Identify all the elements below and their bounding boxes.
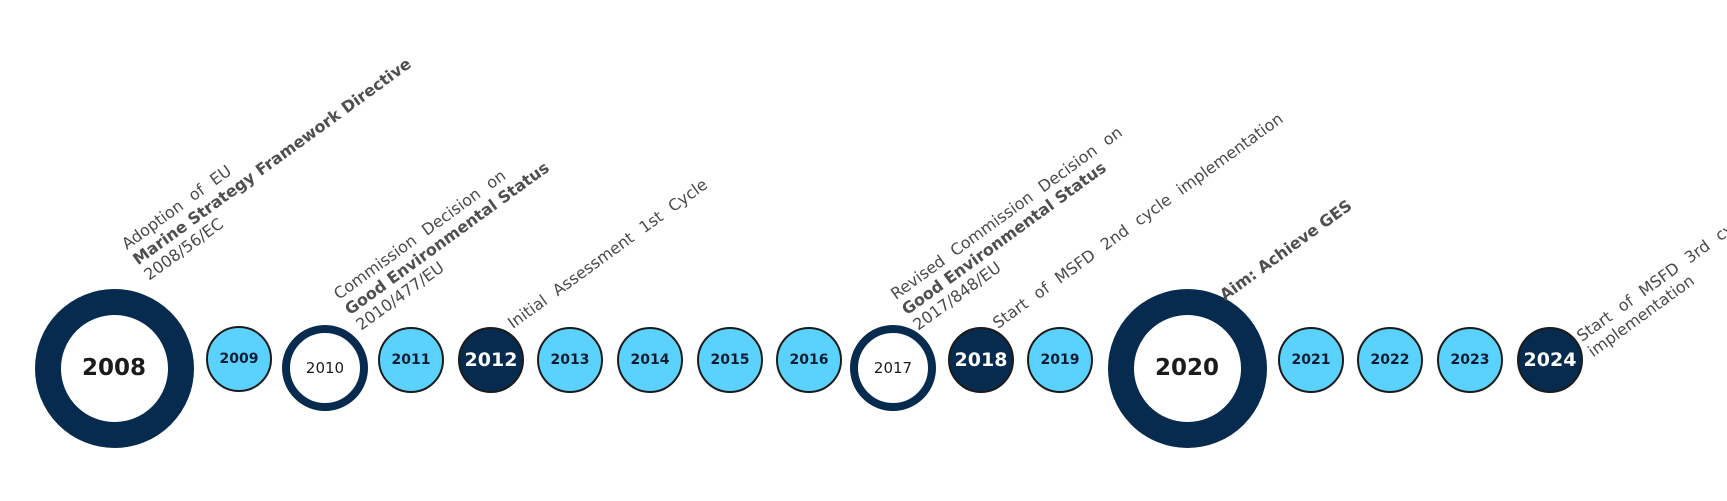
year-circle-2024: 2024 <box>1517 327 1583 393</box>
year-circle-2013: 2013 <box>537 327 603 393</box>
year-label: 2022 <box>1370 352 1410 368</box>
year-label: 2018 <box>954 349 1008 371</box>
event-line: Revised Commission Decision on <box>887 122 1126 304</box>
year-label: 2017 <box>873 359 913 377</box>
year-circle-2014: 2014 <box>617 327 683 393</box>
year-label: 2015 <box>710 352 750 368</box>
year-label: 2024 <box>1523 349 1577 371</box>
year-circle-2010: 2010 <box>282 325 368 411</box>
year-circle-2017: 2017 <box>850 325 936 411</box>
year-circle-2021: 2021 <box>1278 327 1344 393</box>
year-label: 2019 <box>1040 352 1080 368</box>
event-label-2008: Adoption of EU Marine Strategy Framework… <box>118 39 426 284</box>
year-label: 2016 <box>789 352 829 368</box>
event-line-bold: Marine Strategy Framework Directive <box>129 54 415 269</box>
event-line-bold: Aim: Achieve GES <box>1216 195 1356 305</box>
year-circle-2020: 2020 <box>1107 288 1267 448</box>
year-label: 2021 <box>1291 352 1331 368</box>
year-circle-2023: 2023 <box>1437 327 1503 393</box>
year-label: 2009 <box>219 351 259 367</box>
year-label: 2008 <box>81 355 146 381</box>
year-circle-2018: 2018 <box>948 327 1014 393</box>
year-circle-2012: 2012 <box>458 327 524 393</box>
year-circle-2008: 2008 <box>34 288 194 448</box>
year-label: 2013 <box>550 352 590 368</box>
year-circle-2022: 2022 <box>1357 327 1423 393</box>
year-label: 2010 <box>305 359 345 377</box>
year-label: 2011 <box>391 352 431 368</box>
year-circle-2019: 2019 <box>1027 327 1093 393</box>
year-label: 2020 <box>1154 355 1219 381</box>
event-line: Adoption of EU <box>118 161 236 254</box>
year-circle-2009: 2009 <box>206 326 272 392</box>
year-label: 2023 <box>1450 352 1490 368</box>
year-label: 2014 <box>630 352 670 368</box>
event-line-bold: Good Environmental Status <box>341 157 553 319</box>
event-label-2024: Start of MSFD 3rd cycle implementation <box>1573 205 1727 361</box>
event-line-bold: Good Environmental Status <box>898 157 1110 319</box>
year-circle-2016: 2016 <box>776 327 842 393</box>
year-circle-2011: 2011 <box>378 327 444 393</box>
year-circle-2015: 2015 <box>697 327 763 393</box>
event-label-2020: Aim: Achieve GES <box>1216 196 1355 305</box>
year-label: 2012 <box>464 349 518 371</box>
